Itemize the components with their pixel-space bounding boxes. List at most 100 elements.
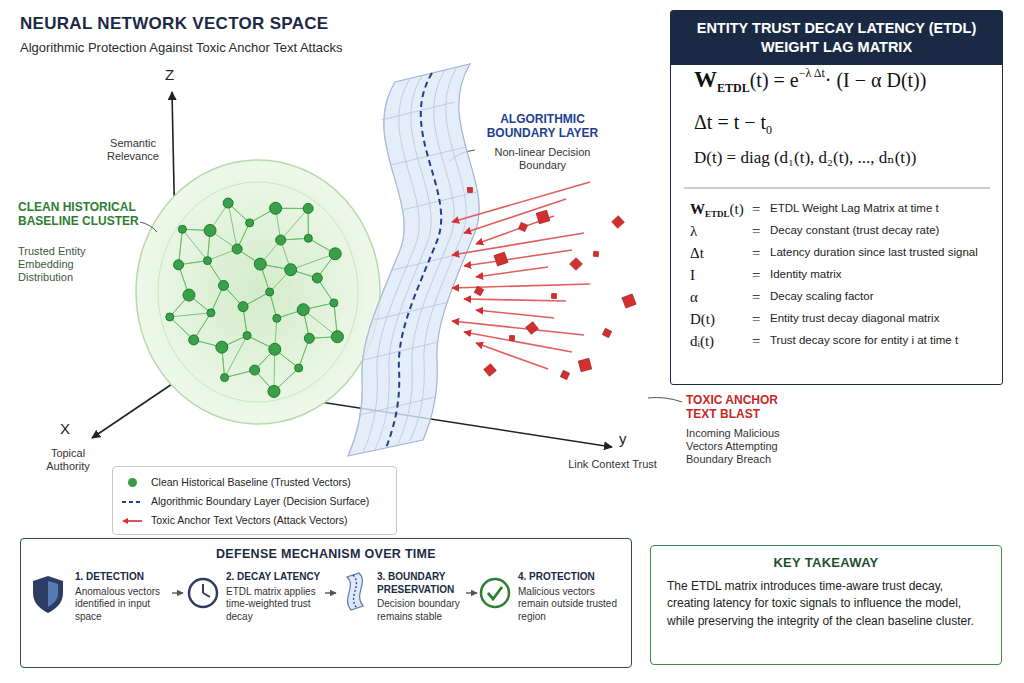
node-heading: 4. PROTECTION bbox=[518, 571, 628, 584]
attack-vectors bbox=[526, 322, 539, 335]
axes bbox=[92, 380, 178, 438]
axis-label: Semantic Relevance bbox=[100, 137, 166, 163]
flow-arrow bbox=[172, 592, 183, 593]
cluster-network bbox=[269, 343, 281, 355]
axis-letter: X bbox=[60, 420, 70, 438]
legend-item: Algorithmic Boundary Layer (Decision Sur… bbox=[121, 491, 388, 510]
node-body: ETDL matrix applies time-weighted trust … bbox=[226, 586, 324, 624]
step-box: 4. PROTECTION Malicious vectors remain ou… bbox=[478, 571, 628, 623]
axis-letter: Z bbox=[165, 66, 174, 84]
table-definition: Decay scaling factor bbox=[770, 290, 874, 304]
attack-vectors bbox=[536, 210, 550, 224]
flow-arrow bbox=[325, 592, 336, 593]
node-body: Anomalous vectors identified in input sp… bbox=[75, 586, 171, 624]
formula-term: ETDL bbox=[705, 209, 730, 219]
legend-text: Toxic Anchor Text Vectors (Attack Vector… bbox=[151, 514, 347, 526]
attack-note: Incoming Malicious Vectors Attempting Bo… bbox=[686, 427, 804, 467]
cluster-network bbox=[238, 302, 248, 312]
attack-heading: TOXIC ANCHOR TEXT BLAST bbox=[686, 393, 811, 422]
check-icon bbox=[488, 587, 502, 599]
cluster-heading: CLEAN HISTORICAL BASELINE CLUSTER bbox=[18, 200, 146, 229]
matrix-panel: ENTITY TRUST DECAY LATENCY (ETDL) WEIGHT… bbox=[670, 10, 1003, 385]
cluster-network bbox=[166, 313, 174, 321]
table-symbol: Δt bbox=[690, 244, 704, 262]
attack-vectors bbox=[518, 222, 527, 231]
table-symbol: α bbox=[690, 288, 698, 306]
cluster-network bbox=[183, 289, 195, 301]
attack-vectors bbox=[464, 250, 572, 266]
cluster-network bbox=[170, 313, 211, 317]
node-heading: 3. BOUNDARY PRESERVATION bbox=[377, 571, 465, 596]
table-definition: Decay constant (trust decay rate) bbox=[770, 224, 939, 238]
node-body: Decision boundary remains stable bbox=[377, 598, 465, 623]
cluster-network bbox=[216, 341, 228, 353]
cluster-network bbox=[268, 385, 280, 397]
attack-vectors bbox=[622, 294, 636, 308]
formula-term: (t) = e bbox=[750, 69, 799, 91]
formula-term: W bbox=[690, 201, 705, 217]
cluster-network bbox=[285, 264, 297, 276]
boundary-layer bbox=[348, 64, 479, 456]
cluster-network bbox=[273, 314, 281, 322]
cluster-network bbox=[218, 280, 228, 290]
formula-row: D(t) = diag (d₁(t), d₂(t), ..., dₙ(t)) bbox=[694, 148, 916, 168]
table-equals: = bbox=[752, 222, 760, 240]
attack-vectors bbox=[464, 299, 566, 301]
axis-letter: y bbox=[619, 430, 627, 448]
formula-term: −λ Δt bbox=[799, 66, 825, 80]
cluster-network bbox=[312, 273, 322, 283]
table-symbol: dᵢ(t) bbox=[690, 332, 714, 350]
boundary-note: Non-linear Decision Boundary bbox=[480, 146, 605, 172]
boundary-layer bbox=[381, 102, 455, 120]
baseline-cluster bbox=[136, 160, 380, 424]
cluster-network bbox=[207, 309, 215, 317]
cluster-network bbox=[297, 304, 309, 316]
cluster-network bbox=[254, 258, 266, 270]
cluster-network bbox=[276, 235, 286, 245]
cluster-network bbox=[246, 219, 254, 227]
formula-term: Δt = t − t bbox=[694, 111, 766, 133]
table-equals: = bbox=[752, 244, 760, 262]
boundary-heading: ALGORITHMIC BOUNDARY LAYER bbox=[480, 112, 605, 141]
legend-sample bbox=[121, 492, 143, 510]
step-box: 3. BOUNDARY PRESERVATIONDecision boundar… bbox=[337, 571, 465, 623]
cluster-network bbox=[295, 364, 303, 372]
node-heading: KEY TAKEAWAY bbox=[651, 546, 1001, 570]
attack-vectors bbox=[560, 370, 569, 379]
attack-vectors bbox=[476, 267, 548, 277]
shield-icon bbox=[33, 576, 63, 613]
cluster-network bbox=[330, 299, 338, 307]
diagram-title: NEURAL NETWORK VECTOR SPACE bbox=[20, 14, 328, 34]
formula-term: D(t) = diag (d₁(t), d₂(t), ..., dₙ(t)) bbox=[694, 148, 916, 167]
legend-item: Clean Historical Baseline (Trusted Vecto… bbox=[121, 472, 388, 491]
attack-vectors bbox=[602, 328, 611, 337]
table-definition: Identity matrix bbox=[770, 268, 842, 282]
node-heading: 1. DETECTION bbox=[75, 571, 171, 584]
formula-term: (t) bbox=[730, 201, 744, 217]
step-box: 2. DECAY LATENCYETDL matrix applies time… bbox=[184, 571, 324, 623]
table-symbol: D(t) bbox=[690, 310, 715, 328]
formula-term: W bbox=[694, 67, 717, 92]
cluster-network bbox=[166, 198, 344, 397]
cluster-network bbox=[182, 229, 207, 260]
legend-symbol bbox=[121, 498, 143, 506]
cluster-network bbox=[178, 225, 186, 233]
leader-lines bbox=[648, 398, 682, 403]
attack-vectors bbox=[452, 284, 590, 288]
node-heading: ENTITY TRUST DECAY LATENCY (ETDL) WEIGHT… bbox=[671, 11, 1002, 65]
formula-term: 0 bbox=[766, 123, 772, 137]
legend-box: Clean Historical Baseline (Trusted Vecto… bbox=[112, 466, 397, 535]
shield-icon bbox=[48, 581, 58, 607]
cluster-network bbox=[228, 203, 237, 249]
cluster-network bbox=[203, 257, 211, 265]
table-definition: Entity trust decay diagonal matrix bbox=[770, 312, 939, 326]
legend-sample bbox=[121, 473, 143, 491]
baseline-cluster bbox=[136, 160, 380, 424]
subtitle: Algorithmic Protection Against Toxic Anc… bbox=[20, 40, 540, 56]
cluster-network bbox=[250, 365, 260, 375]
legend-swatch bbox=[128, 478, 137, 487]
node-body: Malicious vectors remain outside trusted… bbox=[518, 586, 628, 624]
formula-term: ETDL bbox=[717, 81, 750, 95]
takeaway-box: KEY TAKEAWAYThe ETDL matrix introduces t… bbox=[650, 545, 1002, 665]
clock-icon bbox=[189, 579, 217, 607]
